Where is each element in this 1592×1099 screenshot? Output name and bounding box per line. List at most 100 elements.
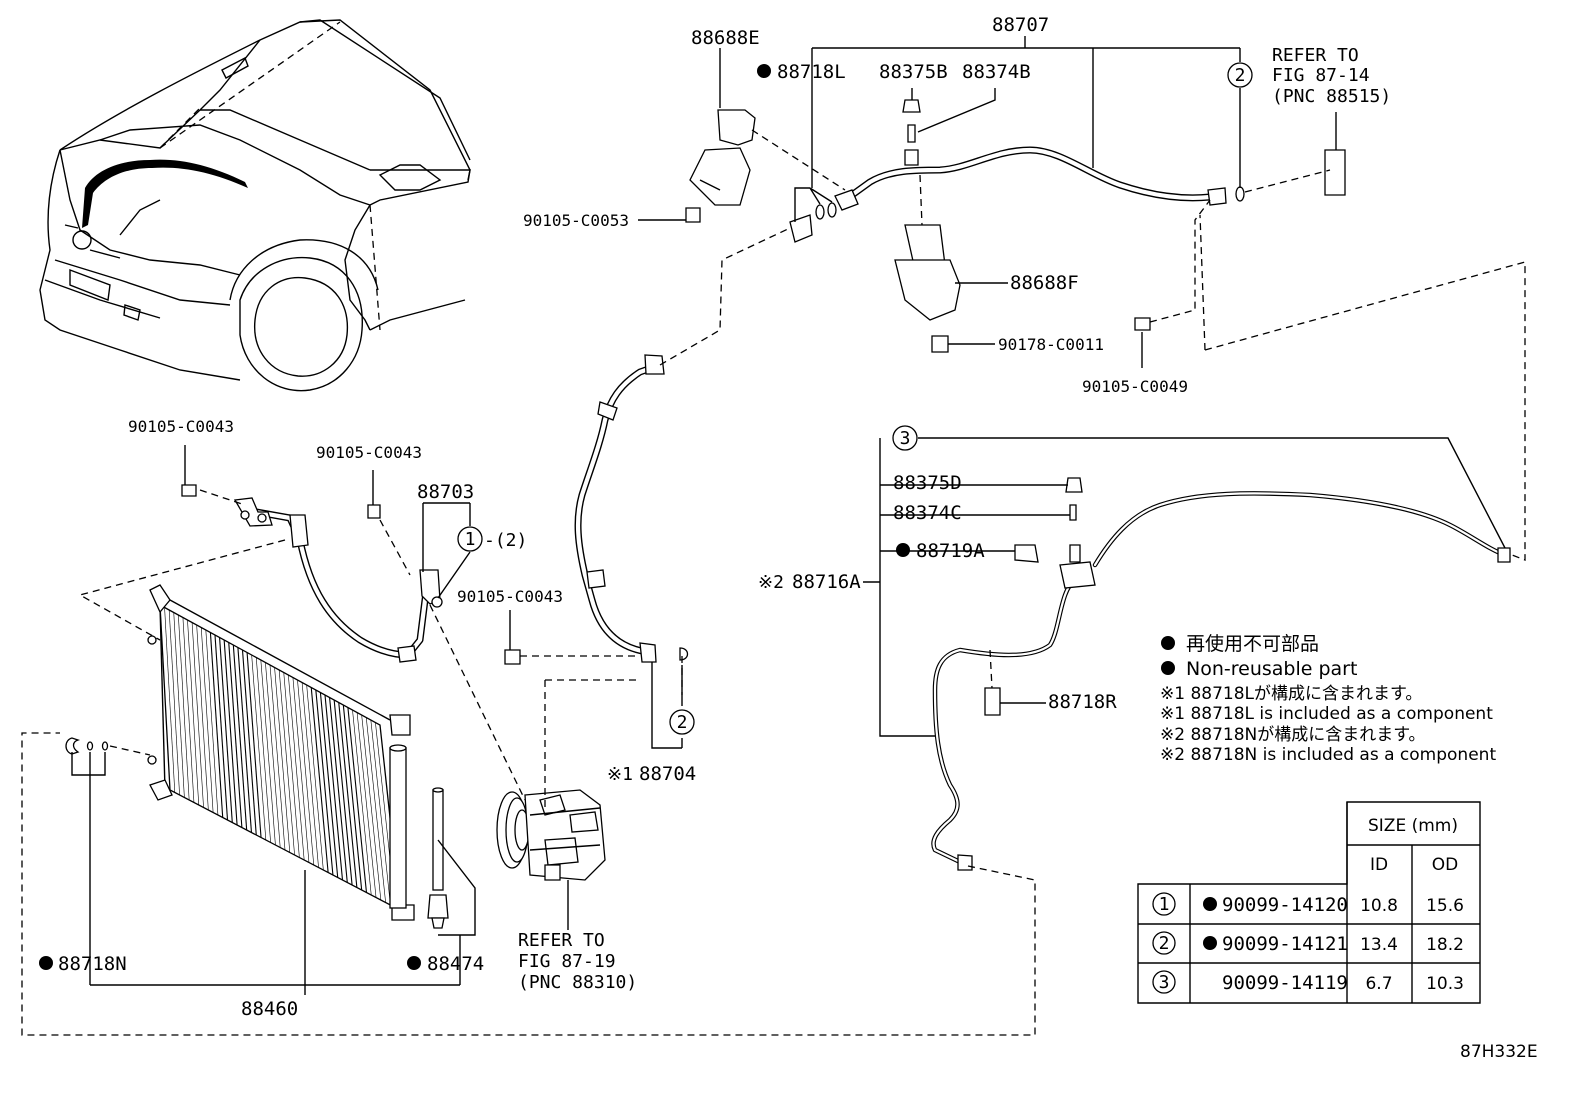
condenser-fin — [347, 707, 368, 893]
condenser-fin — [241, 649, 257, 836]
condenser-fin — [173, 612, 185, 798]
table-row-1-ref: 1 — [1159, 894, 1170, 915]
condenser-fin — [219, 637, 233, 823]
table-col-od: OD — [1432, 855, 1458, 875]
circle-ref-2-top: 2 — [1235, 65, 1246, 86]
vehicle-location-illustration — [39, 19, 471, 392]
pipe-88703 — [233, 497, 443, 663]
condenser-fin — [182, 617, 195, 803]
table-row-3-od: 10.3 — [1426, 974, 1464, 994]
condenser-fin — [187, 619, 200, 806]
label-88718L: 88718L — [777, 61, 846, 83]
mark-2: ※2 — [758, 572, 784, 593]
size-table: SIZE (mm) ID OD 1 90099-14120 10.8 15.6 … — [1137, 801, 1481, 1004]
label-88374B: 88374B — [962, 61, 1031, 83]
condenser-fin — [237, 647, 253, 833]
label-90178-C0011: 90178-C0011 — [998, 335, 1104, 354]
condenser-fin — [301, 682, 319, 868]
circle-ref-3: 3 — [900, 428, 911, 449]
circle-ref-2-bottom: 2 — [677, 712, 688, 733]
condenser-fin — [361, 714, 382, 901]
legend-non-reusable-jp: 再使用不可部品 — [1186, 633, 1319, 655]
condenser-fin — [223, 639, 238, 826]
condenser-fin — [310, 687, 329, 873]
condenser-fin — [200, 627, 214, 813]
label-90105-C0049: 90105-C0049 — [1082, 377, 1188, 396]
label-88375D: 88375D — [893, 472, 962, 494]
table-row-2-id: 13.4 — [1360, 935, 1398, 955]
condenser-fin — [255, 657, 271, 843]
table-row-2-od: 18.2 — [1426, 935, 1464, 955]
condenser-fin — [228, 642, 243, 828]
dashed-leader-lines — [21, 129, 1526, 1036]
vehicle-zone-lines — [159, 21, 381, 331]
label-90105-C0043-c: 90105-C0043 — [457, 587, 563, 606]
circled-refs: 2 1 2 3 — [457, 62, 1253, 735]
label-88460: 88460 — [241, 998, 298, 1020]
condenser-fin — [269, 664, 286, 851]
non-reusable-dot-88718N — [39, 956, 53, 970]
condenser-fin — [319, 692, 339, 878]
condenser-fin — [288, 674, 305, 861]
condenser-fin — [196, 624, 209, 811]
label-88374C: 88374C — [893, 502, 962, 524]
condenser-fin — [260, 659, 276, 846]
label-88718N: 88718N — [58, 953, 127, 975]
condenser-fin — [306, 684, 324, 871]
label-88716A: 88716A — [792, 571, 861, 593]
condenser-fin — [232, 644, 248, 831]
label-90105-C0043-b: 90105-C0043 — [316, 443, 422, 462]
label-90105-C0043-a: 90105-C0043 — [128, 417, 234, 436]
legend-note2-en: ※2 88718N is included as a component — [1160, 745, 1496, 765]
legend-note1-jp: ※1 88718Lが構成に含まれます。 — [1160, 684, 1422, 704]
label-88719A: 88719A — [916, 540, 985, 562]
refer-bottom-line1: REFER TO — [518, 930, 605, 951]
condenser-fin — [333, 699, 353, 886]
pipe-88716A — [931, 491, 1511, 871]
condenser-fin — [278, 669, 295, 856]
condenser-fin — [265, 662, 281, 848]
condenser-fin — [164, 607, 176, 793]
table-row-1-id: 10.8 — [1360, 896, 1398, 916]
solid-leader-lines — [71, 36, 1506, 995]
condenser-fin — [246, 652, 262, 838]
table-row-1-part: 90099-14120 — [1222, 894, 1348, 916]
pipe-88707 — [834, 146, 1227, 211]
small-fasteners — [181, 99, 1346, 716]
condenser-fin — [168, 609, 180, 796]
part-labels: 88707 88688E 88718L 88375B 88374B REFER … — [39, 14, 1538, 1062]
label-88707: 88707 — [992, 14, 1049, 36]
bracket-88688E — [689, 109, 756, 206]
condenser-fin — [315, 689, 334, 876]
condenser-fin — [297, 679, 315, 866]
condenser-fin — [352, 709, 372, 896]
condenser-fin — [209, 632, 224, 818]
compressor — [496, 789, 606, 881]
label-88688F: 88688F — [1010, 272, 1079, 294]
label-88688E: 88688E — [691, 27, 760, 49]
refer-bottom-line3: (PNC 88310) — [518, 972, 637, 993]
refer-bottom-line2: FIG 87-19 — [518, 951, 616, 972]
non-reusable-dot-88718L — [757, 64, 771, 78]
condenser-fin — [292, 677, 310, 863]
condenser-fin — [365, 717, 386, 903]
table-row-2-part: 90099-14121 — [1222, 933, 1348, 955]
table-header-size: SIZE (mm) — [1368, 816, 1458, 836]
label-88375B: 88375B — [879, 61, 948, 83]
label-88704: 88704 — [639, 763, 696, 785]
condenser-fin — [356, 712, 377, 898]
label-88718R: 88718R — [1048, 691, 1117, 713]
dryer-88474 — [427, 787, 449, 929]
table-col-id: ID — [1370, 855, 1388, 875]
label-90105-C0053: 90105-C0053 — [523, 211, 629, 230]
clip-88718L — [789, 202, 837, 243]
condenser-fin — [251, 654, 267, 841]
label-88474: 88474 — [427, 953, 484, 975]
condenser-fin — [214, 634, 229, 821]
condenser-88460 — [147, 584, 415, 921]
condenser-o-rings — [65, 737, 109, 755]
condenser-fin — [324, 694, 344, 881]
condenser-fin — [205, 629, 219, 816]
condenser-fin — [342, 704, 363, 891]
